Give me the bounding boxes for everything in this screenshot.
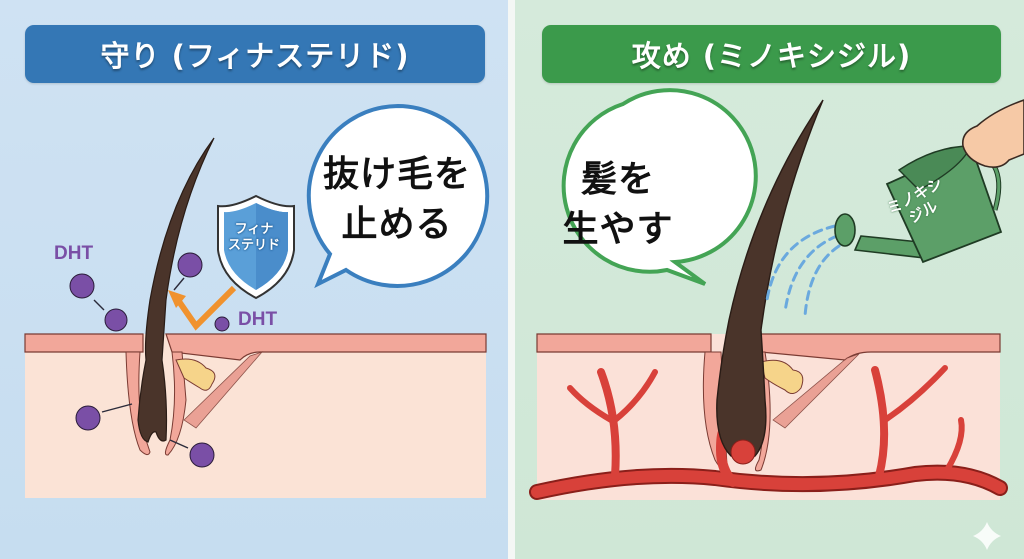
shield-icon [217, 194, 295, 300]
bubble-line-1: 抜け毛を [322, 154, 471, 195]
shield-line-2: ステリド [227, 238, 280, 253]
attack-scene [529, 88, 1024, 550]
shield-label: フィナ ステリド [219, 222, 289, 254]
water-drops-icon [765, 224, 841, 318]
finasteride-panel: 守り (フィナステリド) 抜け毛を 止める フィナ ステリド DHT DHT [0, 0, 508, 559]
minoxidil-panel: 攻め (ミノキシジル) 髪を 生やす ミノキシ ジル [515, 0, 1024, 559]
hand-icon [961, 99, 1024, 168]
speech-bubble [306, 103, 490, 289]
deflect-arrow-icon [168, 285, 237, 331]
grow-hair-text: 髪を 生やす [543, 155, 693, 255]
stop-hair-loss-text: 抜け毛を 止める [312, 150, 482, 250]
blood-vessel-icon [529, 365, 1008, 500]
bubble-line-2: 止める [341, 204, 453, 245]
minoxidil-title: 攻め (ミノキシジル) [542, 25, 1001, 83]
bubble-line-1: 髪を [580, 159, 655, 200]
watering-can-icon [834, 144, 1003, 264]
shield-line-1: フィナ [234, 222, 274, 237]
skin-cross-section [24, 333, 487, 498]
panel-divider [508, 0, 515, 559]
hair-follicle-icon [716, 99, 824, 465]
dht-label: DHT [54, 243, 94, 264]
dht-virus-icon [69, 252, 230, 468]
speech-bubble [561, 88, 758, 286]
hair-follicle-icon [137, 137, 215, 443]
dht-label: DHT [238, 309, 278, 330]
finasteride-title: 守り (フィナステリド) [25, 25, 485, 83]
bubble-line-2: 生やす [562, 209, 674, 250]
sparkle-icon [973, 522, 1001, 550]
dht-arrows [93, 277, 189, 449]
defense-scene [24, 103, 490, 498]
